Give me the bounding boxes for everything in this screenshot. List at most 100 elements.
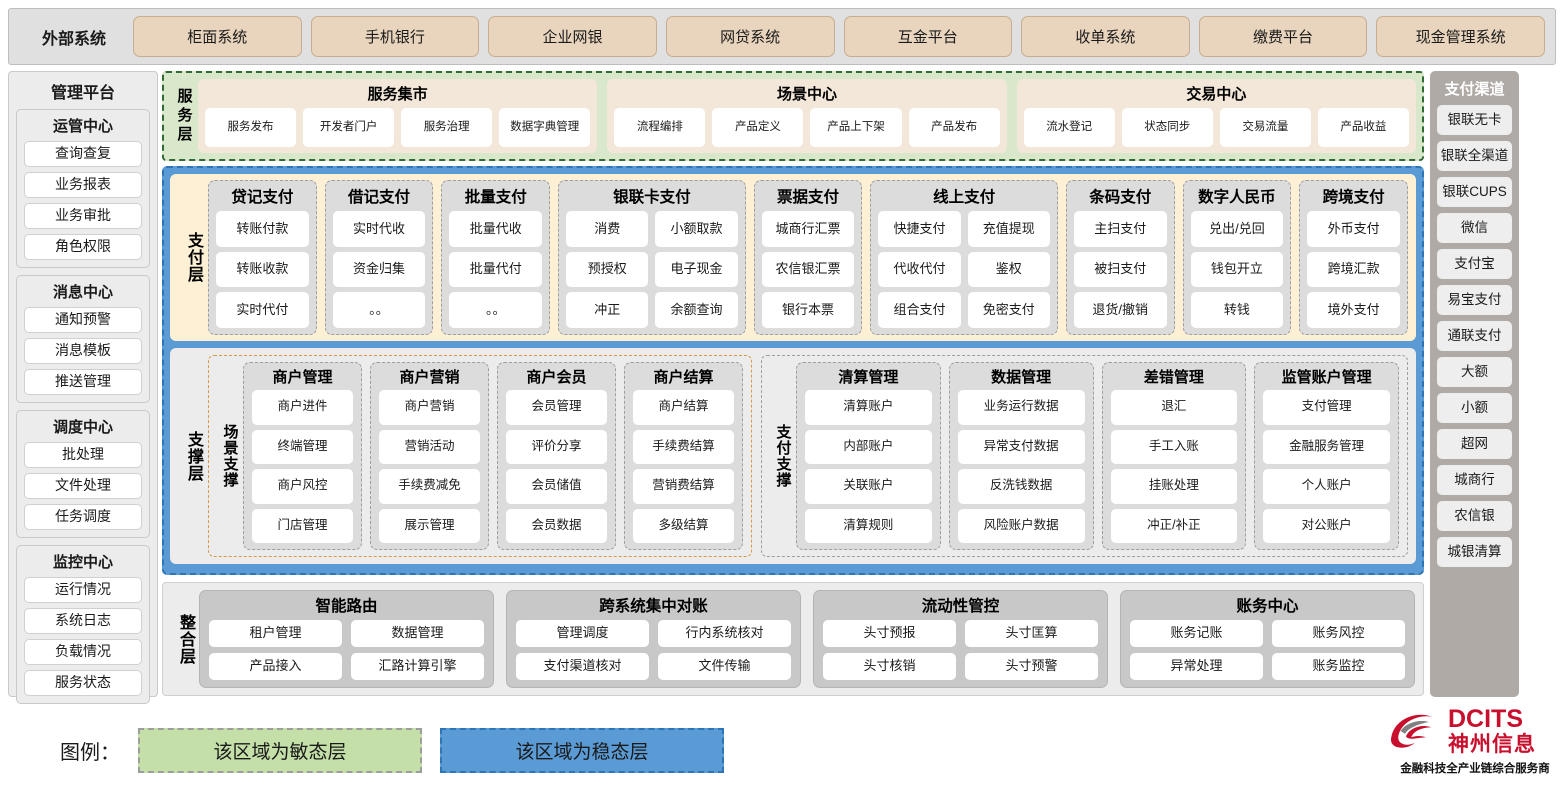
support-item[interactable]: 清算账户	[805, 390, 932, 425]
support-item[interactable]: 业务运行数据	[957, 390, 1085, 425]
payment-item[interactable]: 电子现金	[655, 251, 738, 288]
sidebar-item[interactable]: 角色权限	[24, 234, 142, 260]
payment-channel-item[interactable]: 城商行	[1437, 465, 1512, 495]
sidebar-item[interactable]: 通知预警	[24, 307, 142, 333]
external-system-item[interactable]: 现金管理系统	[1376, 16, 1545, 57]
payment-channel-item[interactable]: 城银清算	[1437, 537, 1512, 567]
service-item[interactable]: 产品定义	[712, 108, 804, 147]
external-system-item[interactable]: 网贷系统	[665, 16, 835, 57]
integration-item[interactable]: 账务记账	[1130, 620, 1263, 647]
payment-item[interactable]: 退货/撤销	[1073, 292, 1167, 329]
service-item[interactable]: 数据字典管理	[499, 108, 591, 147]
sidebar-item[interactable]: 批处理	[24, 442, 142, 468]
integration-item[interactable]: 文件传输	[658, 653, 791, 680]
payment-channel-item[interactable]: 大额	[1437, 357, 1512, 387]
payment-item[interactable]: 资金归集	[332, 251, 426, 288]
service-item[interactable]: 状态同步	[1121, 108, 1213, 147]
payment-item[interactable]: 外币支付	[1307, 211, 1400, 247]
integration-item[interactable]: 产品接入	[209, 653, 342, 680]
support-item[interactable]: 内部账户	[805, 429, 932, 464]
support-item[interactable]: 展示管理	[379, 508, 480, 543]
external-system-item[interactable]: 企业网银	[488, 16, 657, 57]
sidebar-item[interactable]: 业务审批	[24, 203, 142, 229]
integration-item[interactable]: 头寸预报	[823, 620, 956, 647]
service-item[interactable]: 产品上下架	[810, 108, 902, 147]
integration-item[interactable]: 租户管理	[209, 620, 342, 647]
support-item[interactable]: 冲正/补正	[1110, 508, 1238, 543]
sidebar-item[interactable]: 系统日志	[24, 608, 142, 634]
payment-item[interactable]: 批量代付	[449, 251, 543, 288]
support-item[interactable]: 风险账户数据	[957, 508, 1085, 543]
support-item[interactable]: 挂账处理	[1110, 469, 1238, 504]
integration-item[interactable]: 头寸匡算	[965, 620, 1098, 647]
payment-item[interactable]: 。。	[449, 292, 543, 329]
payment-item[interactable]: 转钱	[1190, 292, 1284, 329]
support-item[interactable]: 金融服务管理	[1263, 429, 1390, 464]
payment-item[interactable]: 农信银汇票	[761, 251, 855, 288]
support-item[interactable]: 评价分享	[506, 429, 607, 464]
payment-item[interactable]: 兑出/兑回	[1190, 211, 1284, 247]
service-item[interactable]: 服务发布	[205, 108, 297, 147]
payment-item[interactable]: 快捷支付	[878, 211, 961, 247]
support-item[interactable]: 商户进件	[252, 390, 353, 425]
integration-item[interactable]: 数据管理	[351, 620, 484, 647]
payment-channel-item[interactable]: 易宝支付	[1437, 285, 1512, 315]
support-item[interactable]: 商户风控	[252, 469, 353, 504]
payment-item[interactable]: 代收代付	[878, 251, 961, 288]
payment-item[interactable]: 组合支付	[878, 292, 961, 329]
payment-channel-item[interactable]: 农信银	[1437, 501, 1512, 531]
support-item[interactable]: 营销活动	[379, 429, 480, 464]
service-item[interactable]: 交易流量	[1219, 108, 1311, 147]
support-item[interactable]: 手工入账	[1110, 429, 1238, 464]
payment-item[interactable]: 银行本票	[761, 292, 855, 329]
support-item[interactable]: 个人账户	[1263, 469, 1390, 504]
support-item[interactable]: 多级结算	[633, 508, 734, 543]
payment-item[interactable]: 批量代收	[449, 211, 543, 247]
sidebar-item[interactable]: 文件处理	[24, 473, 142, 499]
payment-item[interactable]: 境外支付	[1307, 292, 1400, 329]
support-item[interactable]: 反洗钱数据	[957, 469, 1085, 504]
support-item[interactable]: 退汇	[1110, 390, 1238, 425]
payment-item[interactable]: 转账付款	[216, 211, 309, 247]
service-item[interactable]: 服务治理	[401, 108, 493, 147]
integration-item[interactable]: 账务监控	[1272, 653, 1405, 680]
payment-item[interactable]: 余额查询	[655, 292, 738, 329]
payment-item[interactable]: 主扫支付	[1073, 211, 1167, 247]
external-system-item[interactable]: 缴费平台	[1198, 16, 1368, 57]
support-item[interactable]: 手续费减免	[379, 469, 480, 504]
service-item[interactable]: 流水登记	[1023, 108, 1115, 147]
payment-channel-item[interactable]: 通联支付	[1437, 321, 1512, 351]
payment-item[interactable]: 小额取款	[655, 211, 738, 247]
support-item[interactable]: 会员管理	[506, 390, 607, 425]
payment-channel-item[interactable]: 小额	[1437, 393, 1512, 423]
payment-item[interactable]: 。。	[332, 292, 426, 329]
payment-item[interactable]: 城商行汇票	[761, 211, 855, 247]
payment-channel-item[interactable]: 支付宝	[1437, 249, 1512, 279]
integration-item[interactable]: 支付渠道核对	[516, 653, 649, 680]
sidebar-item[interactable]: 推送管理	[24, 369, 142, 395]
support-item[interactable]: 会员储值	[506, 469, 607, 504]
external-system-item[interactable]: 互金平台	[843, 16, 1013, 57]
external-system-item[interactable]: 手机银行	[310, 16, 480, 57]
integration-item[interactable]: 管理调度	[516, 620, 649, 647]
support-item[interactable]: 商户结算	[633, 390, 734, 425]
sidebar-item[interactable]: 业务报表	[24, 172, 142, 198]
payment-item[interactable]: 免密支付	[967, 292, 1050, 329]
support-item[interactable]: 清算规则	[805, 508, 932, 543]
payment-channel-item[interactable]: 微信	[1437, 213, 1512, 243]
support-item[interactable]: 会员数据	[506, 508, 607, 543]
support-item[interactable]: 关联账户	[805, 469, 932, 504]
payment-item[interactable]: 鉴权	[967, 251, 1050, 288]
payment-item[interactable]: 冲正	[566, 292, 649, 329]
service-item[interactable]: 产品发布	[908, 108, 1000, 147]
payment-item[interactable]: 跨境汇款	[1307, 251, 1400, 288]
support-item[interactable]: 支付管理	[1263, 390, 1390, 425]
payment-item[interactable]: 实时代收	[332, 211, 426, 247]
payment-item[interactable]: 预授权	[566, 251, 649, 288]
payment-item[interactable]: 被扫支付	[1073, 251, 1167, 288]
support-item[interactable]: 对公账户	[1263, 508, 1390, 543]
support-item[interactable]: 商户营销	[379, 390, 480, 425]
support-item[interactable]: 异常支付数据	[957, 429, 1085, 464]
support-item[interactable]: 手续费结算	[633, 429, 734, 464]
sidebar-item[interactable]: 负载情况	[24, 639, 142, 665]
